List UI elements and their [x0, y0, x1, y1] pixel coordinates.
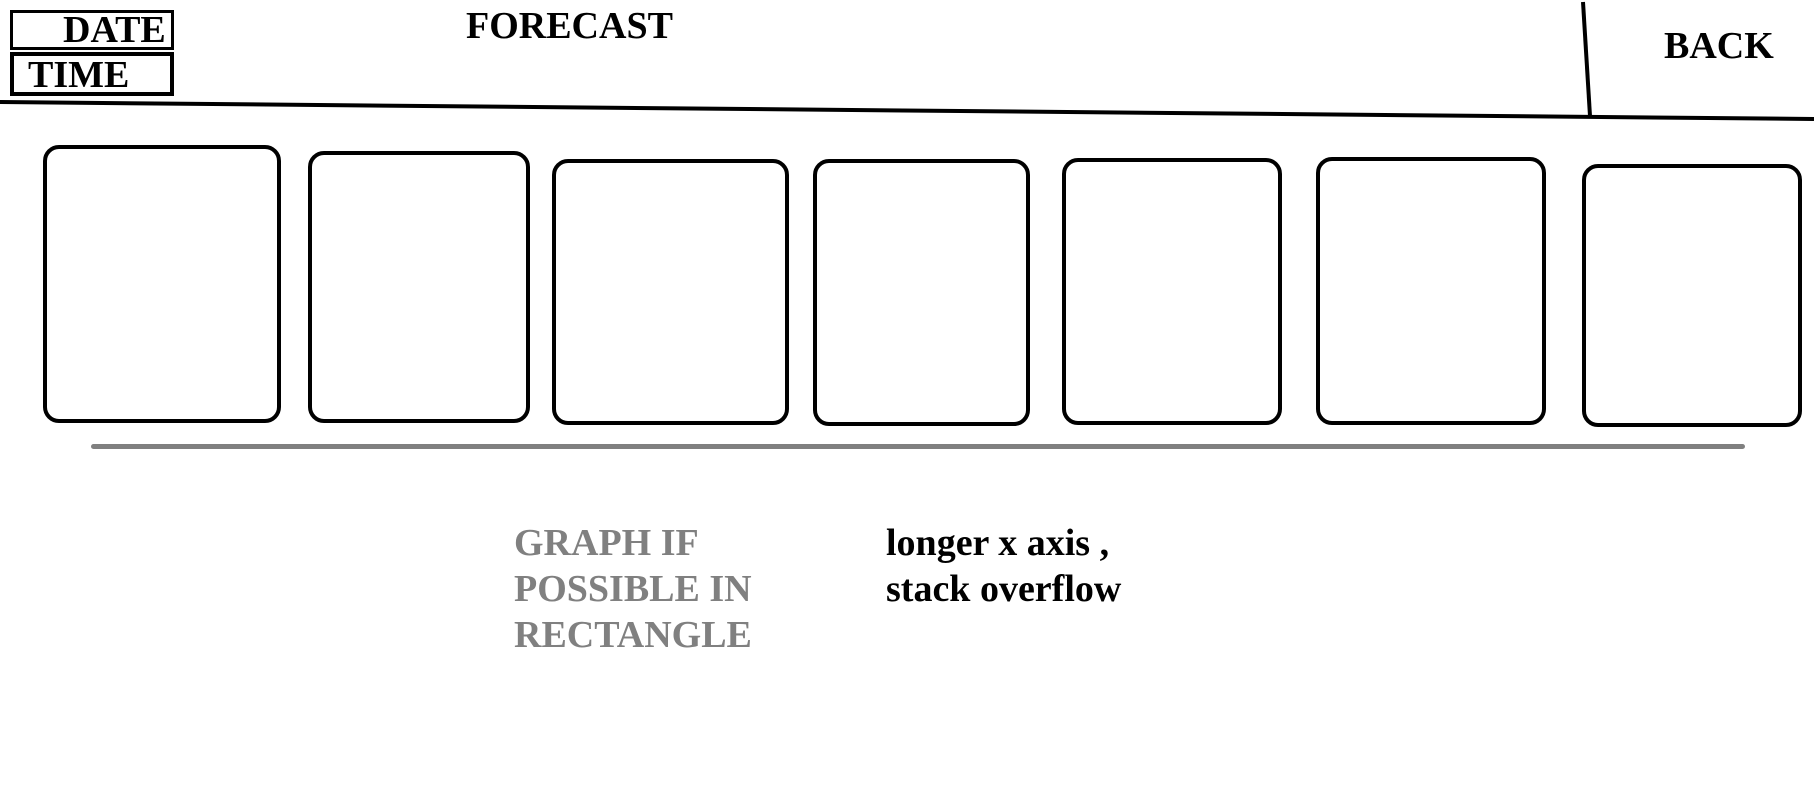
header-divider-line — [0, 100, 1814, 121]
forecast-card[interactable] — [1062, 158, 1282, 425]
time-display: TIME — [10, 52, 174, 96]
graph-placeholder-note: GRAPH IF POSSIBLE IN RECTANGLE — [514, 520, 814, 658]
back-button[interactable]: BACK — [1664, 25, 1774, 67]
graph-note-line: GRAPH IF — [514, 522, 699, 564]
date-display: DATE — [10, 10, 174, 50]
forecast-card[interactable] — [1582, 164, 1802, 427]
axis-note-line: longer x axis , — [886, 522, 1110, 564]
axis-note: longer x axis , stack overflow — [886, 520, 1206, 612]
page-title: FORECAST — [466, 5, 673, 47]
forecast-card[interactable] — [813, 159, 1030, 426]
section-divider — [91, 444, 1745, 449]
forecast-card[interactable] — [43, 145, 281, 423]
back-separator-line — [1581, 1, 1592, 117]
forecast-card[interactable] — [1316, 157, 1546, 425]
header-sketch-lines — [0, 1, 1814, 121]
graph-note-line: POSSIBLE IN — [514, 568, 752, 610]
date-label: DATE — [63, 9, 166, 51]
forecast-card[interactable] — [552, 159, 789, 425]
graph-note-line: RECTANGLE — [514, 614, 752, 656]
time-label: TIME — [28, 54, 130, 96]
axis-note-line: stack overflow — [886, 568, 1122, 610]
forecast-card[interactable] — [308, 151, 530, 423]
